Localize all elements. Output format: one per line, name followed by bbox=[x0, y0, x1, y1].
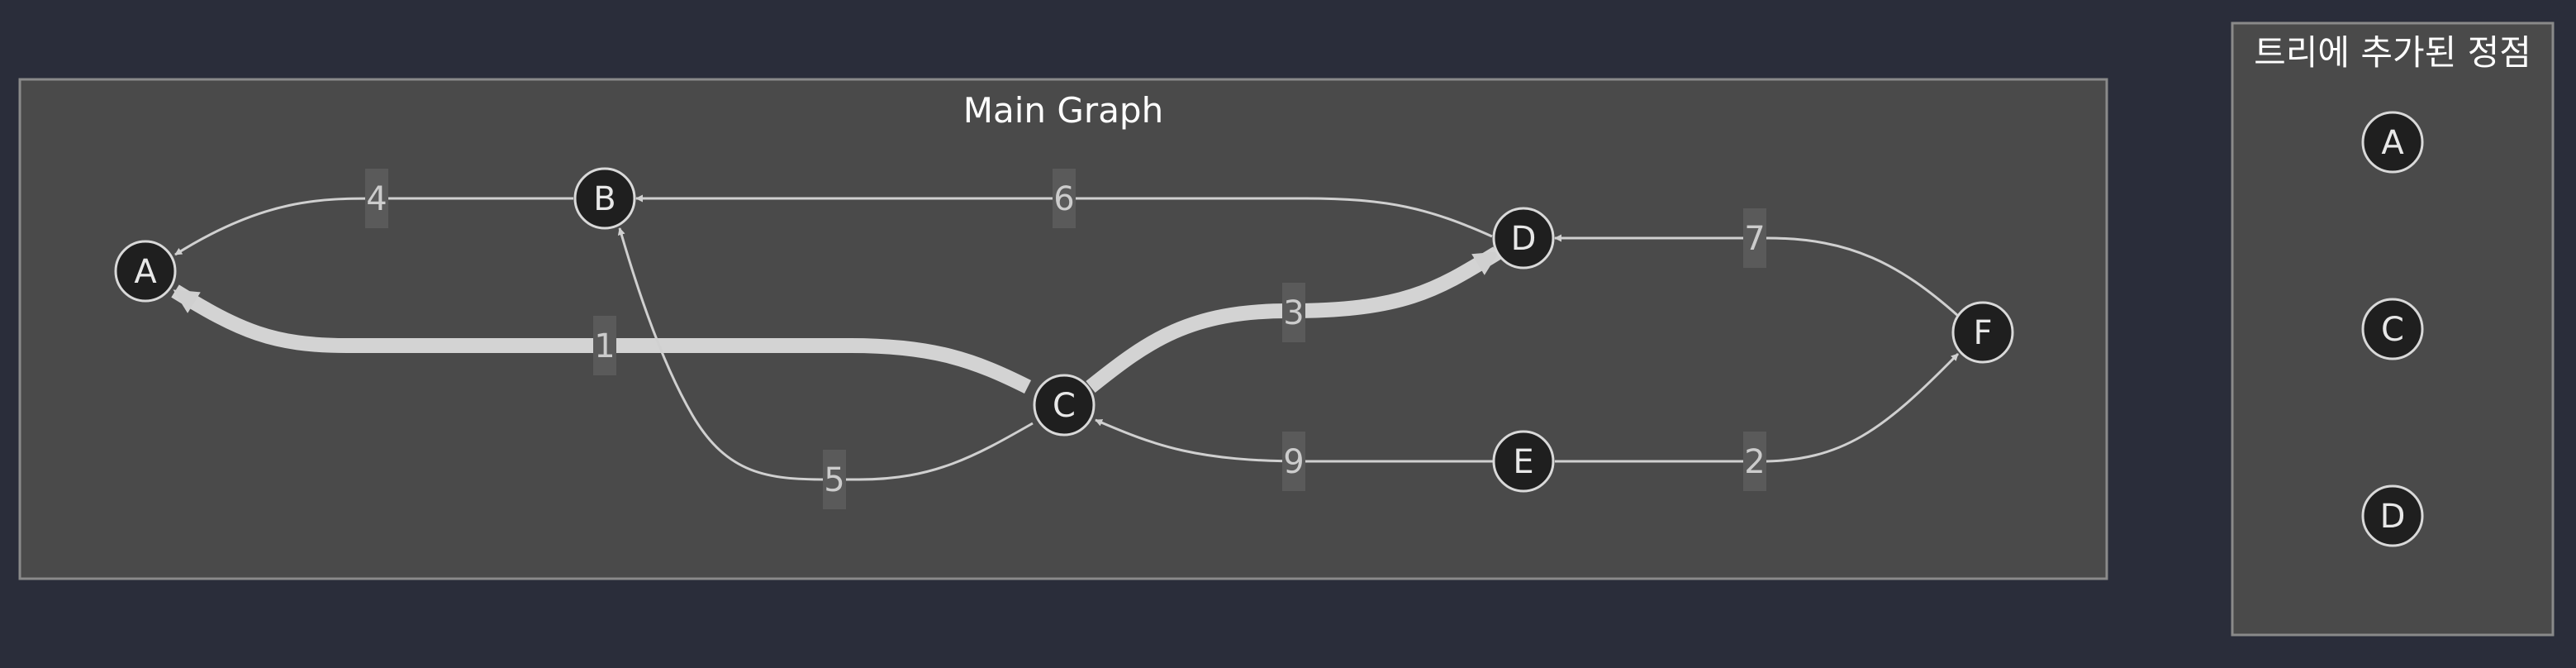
tree-vertex-c[interactable]: C bbox=[2361, 298, 2424, 360]
edge-label-e-c: 9 bbox=[1282, 432, 1305, 491]
nodes: A B C D E F bbox=[114, 167, 2014, 493]
edge-weight: 7 bbox=[1744, 220, 1765, 258]
edge-weight: 5 bbox=[824, 461, 844, 499]
edge-label-e-f: 2 bbox=[1743, 432, 1766, 491]
node-label: B bbox=[593, 180, 615, 218]
edge-weight: 6 bbox=[1053, 180, 1074, 218]
edge-labels: 4 6 1 3 7 5 9 2 bbox=[365, 169, 1766, 509]
tree-vertex-label: C bbox=[2381, 311, 2404, 349]
tree-vertex-label: A bbox=[2381, 124, 2404, 162]
node-e[interactable]: E bbox=[1492, 430, 1555, 493]
edge-weight: 2 bbox=[1744, 443, 1765, 481]
node-label: E bbox=[1513, 443, 1533, 481]
edge-weight: 9 bbox=[1283, 443, 1304, 481]
edge-weight: 4 bbox=[366, 180, 387, 218]
edge-e-c bbox=[1095, 418, 1494, 463]
node-b[interactable]: B bbox=[573, 167, 636, 230]
node-a[interactable]: A bbox=[114, 240, 177, 303]
node-d[interactable]: D bbox=[1492, 207, 1555, 270]
main-graph-cluster: Main Graph bbox=[18, 78, 2108, 580]
edge-label-f-d: 7 bbox=[1743, 208, 1766, 268]
main-graph-box bbox=[18, 78, 2108, 580]
main-graph-title: Main Graph bbox=[963, 90, 1163, 131]
edge-b-a bbox=[174, 197, 573, 256]
edge-label-c-a: 1 bbox=[593, 316, 616, 375]
edge-f-d bbox=[1554, 234, 1959, 317]
tree-vertex-d[interactable]: D bbox=[2361, 484, 2424, 547]
edge-e-f bbox=[1555, 352, 1960, 463]
edge-d-b bbox=[635, 194, 1493, 238]
tree-vertex-a[interactable]: A bbox=[2361, 111, 2424, 174]
edge-label-d-b: 6 bbox=[1053, 169, 1076, 228]
tree-vertex-label: D bbox=[2380, 498, 2406, 536]
tree-panel-title: 트리에 추가된 정점 bbox=[2254, 32, 2531, 73]
edge-label-b-a: 4 bbox=[365, 169, 388, 228]
edge-weight: 1 bbox=[594, 327, 615, 365]
node-label: D bbox=[1511, 220, 1537, 258]
node-f[interactable]: F bbox=[1951, 301, 2014, 364]
node-label: F bbox=[1973, 314, 1992, 352]
edge-c-b bbox=[617, 227, 1034, 481]
node-c[interactable]: C bbox=[1033, 374, 1096, 437]
edge-label-c-d: 3 bbox=[1282, 283, 1305, 342]
edge-weight: 3 bbox=[1283, 294, 1304, 332]
edge-c-a bbox=[171, 284, 1032, 394]
node-label: A bbox=[134, 253, 157, 291]
tree-vertices: A C D bbox=[2361, 111, 2424, 547]
edge-label-c-b: 5 bbox=[823, 450, 846, 509]
node-label: C bbox=[1053, 387, 1076, 425]
